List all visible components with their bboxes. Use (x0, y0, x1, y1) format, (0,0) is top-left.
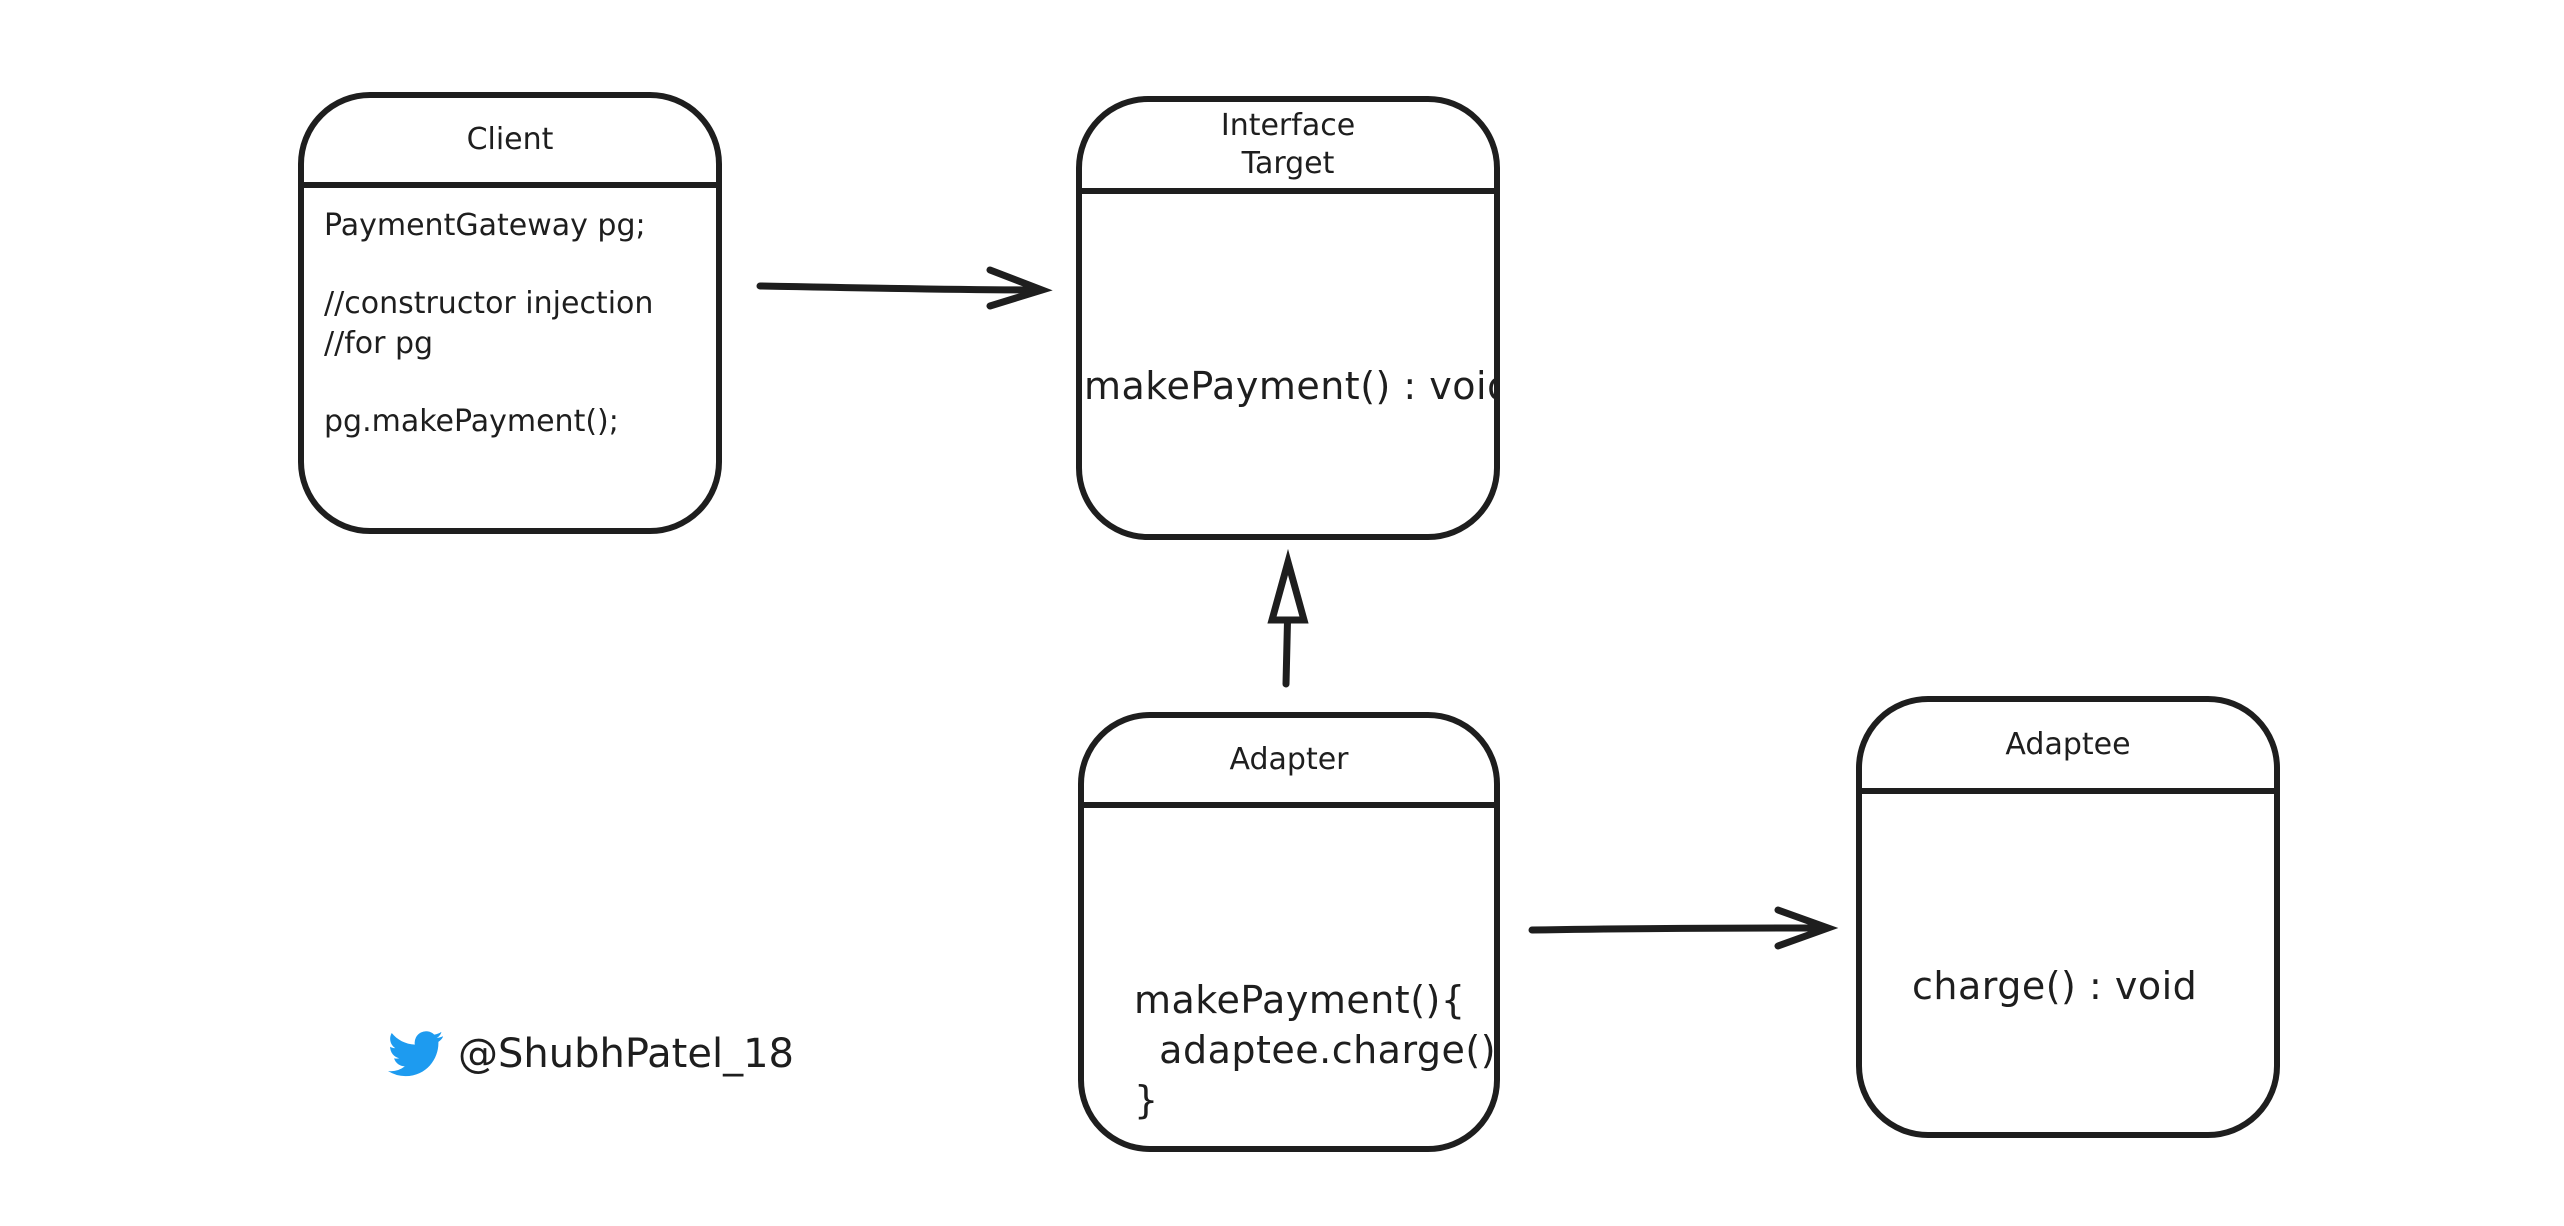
adapter-to-adaptee-arrow (1528, 906, 1839, 950)
adapter-class-box: Adapter makePayment(){ adaptee.charge();… (1078, 712, 1500, 1152)
adaptee-class-title: Adaptee (2005, 727, 2131, 762)
client-class-header: Client (304, 98, 716, 188)
client-to-target-arrow (756, 266, 1053, 310)
client-class-line: //constructor injection (324, 286, 654, 321)
adaptee-class-header: Adaptee (1862, 702, 2274, 794)
client-class-box: Client PaymentGateway pg; //constructor … (298, 92, 722, 534)
client-class-line: pg.makePayment(); (324, 404, 619, 439)
adapter-class-header: Adapter (1084, 718, 1494, 808)
adaptee-method: charge() : void (1912, 964, 2198, 1008)
twitter-credit: @ShubhPatel_18 (388, 1030, 794, 1078)
adapter-code-line: adaptee.charge(); (1134, 1028, 1500, 1072)
target-interface-title: Interface Target (1220, 108, 1356, 181)
target-method: makePayment() : void (1084, 364, 1500, 408)
target-interface-box: Interface Target makePayment() : void (1076, 96, 1500, 540)
target-interface-header: Interface Target (1082, 102, 1494, 194)
client-class-title: Client (466, 122, 554, 157)
adapter-code-line: makePayment(){ (1134, 978, 1466, 1022)
client-class-line: PaymentGateway pg; (324, 208, 646, 243)
client-class-line: //for pg (324, 326, 434, 361)
adaptee-class-box: Adaptee charge() : void (1856, 696, 2280, 1138)
twitter-handle: @ShubhPatel_18 (458, 1031, 794, 1077)
adapter-implements-target-arrow (1267, 548, 1309, 688)
adapter-code-line: } (1134, 1078, 1159, 1122)
twitter-bird-icon (388, 1031, 444, 1077)
adapter-class-title: Adapter (1229, 742, 1349, 777)
